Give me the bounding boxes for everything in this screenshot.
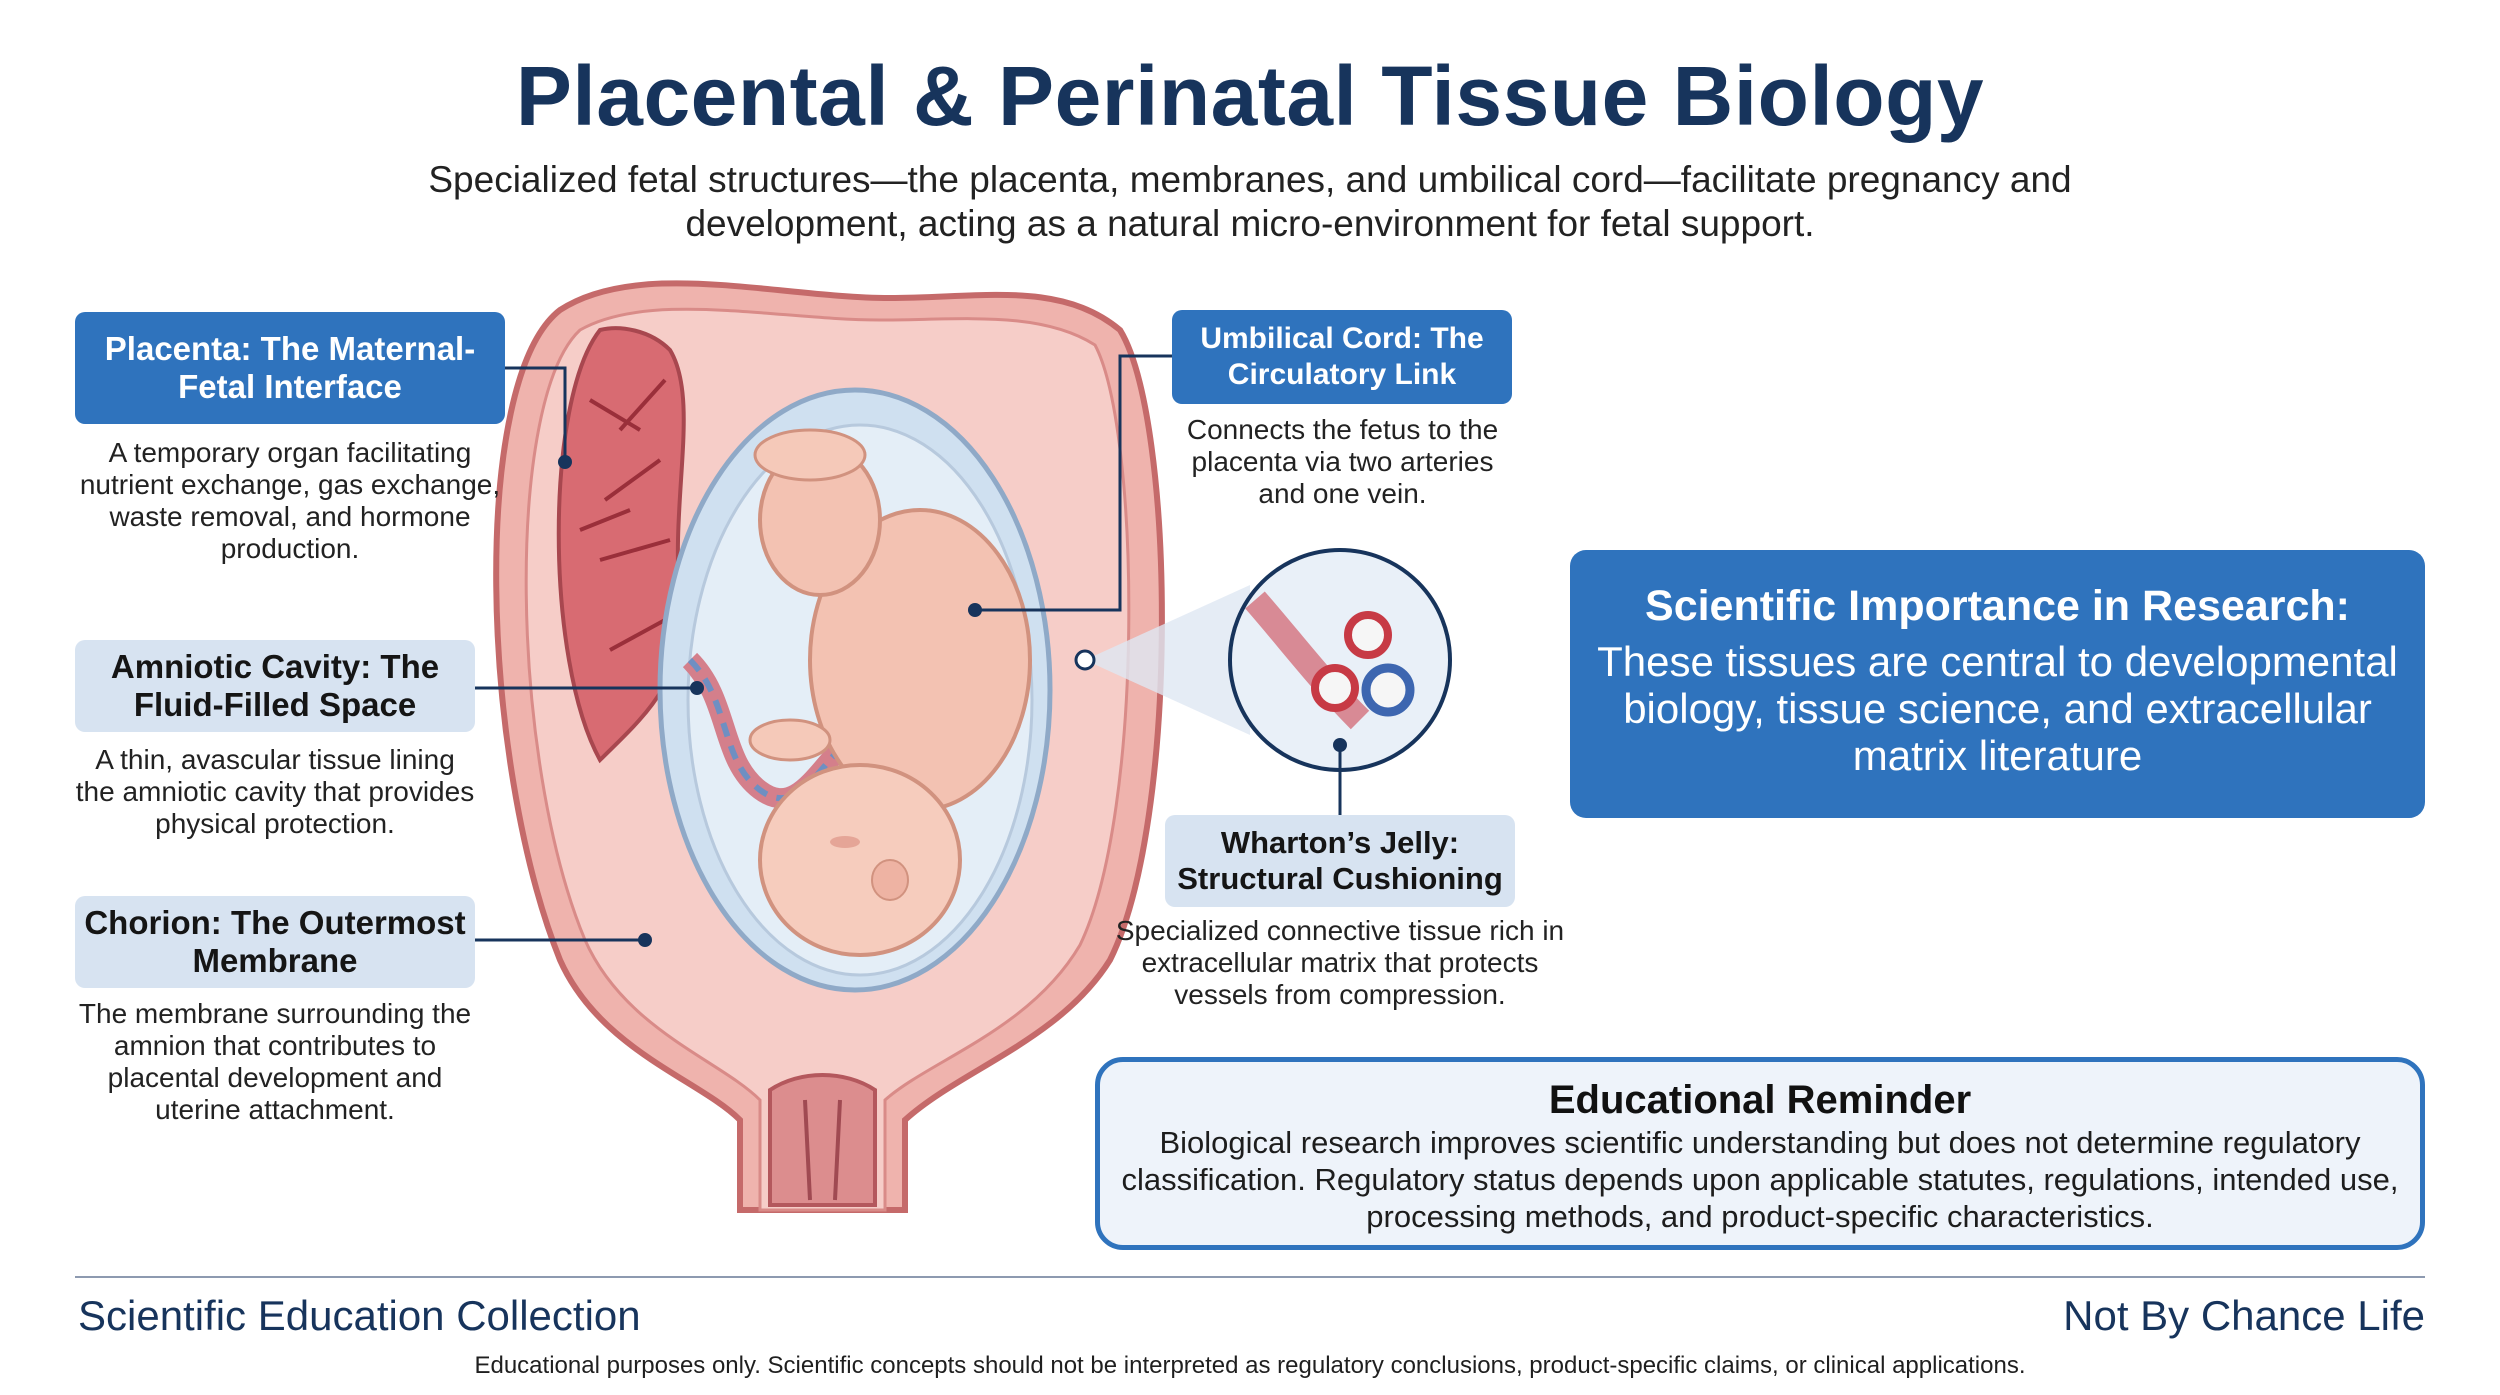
placenta-description: A temporary organ facilitating nutrient … [79, 437, 501, 564]
scientific-importance-text: These tissues are central to development… [1597, 638, 2398, 779]
educational-reminder-panel: Educational Reminder Biological research… [1095, 1057, 2425, 1250]
footer-brand-name: Not By Chance Life [2063, 1292, 2425, 1339]
whartons-jelly-label: Wharton’s Jelly: Structural Cushioning [1165, 815, 1515, 907]
scientific-importance-title: Scientific Importance in Research: [1645, 582, 2350, 630]
footer-disclaimer: Educational purposes only. Scientific co… [474, 1352, 2026, 1379]
chorion-label: Chorion: The Outermost Membrane [75, 896, 475, 988]
umbilical-cord-description: Connects the fetus to the placenta via t… [1186, 414, 1499, 509]
whartons-jelly-description: Specialized connective tissue rich in ex… [1115, 915, 1565, 1010]
page-subtitle: Specialized fetal structures—the placent… [428, 159, 2072, 244]
educational-reminder-text: Biological research improves scientific … [1121, 1125, 2399, 1234]
amniotic-cavity-label: Amniotic Cavity: The Fluid-Filled Space [75, 640, 475, 732]
placenta-label: Placenta: The Maternal-Fetal Interface [75, 312, 505, 424]
footer-collection-name: Scientific Education Collection [78, 1292, 641, 1339]
footer-divider [75, 1276, 2425, 1278]
amniotic-cavity-description: A thin, avascular tissue lining the amni… [75, 744, 475, 839]
educational-reminder-title: Educational Reminder [1548, 1078, 1972, 1122]
chorion-description: The membrane surrounding the amnion that… [78, 998, 472, 1125]
umbilical-cord-label: Umbilical Cord: The Circulatory Link [1172, 310, 1512, 404]
scientific-importance-panel: Scientific Importance in Research: These… [1570, 550, 2425, 818]
connector-lines [475, 354, 1342, 942]
fetus-illustration [748, 428, 1032, 957]
cord-cross-section-illustration [1074, 548, 1452, 772]
page-title: Placental & Perinatal Tissue Biology [515, 49, 1985, 143]
